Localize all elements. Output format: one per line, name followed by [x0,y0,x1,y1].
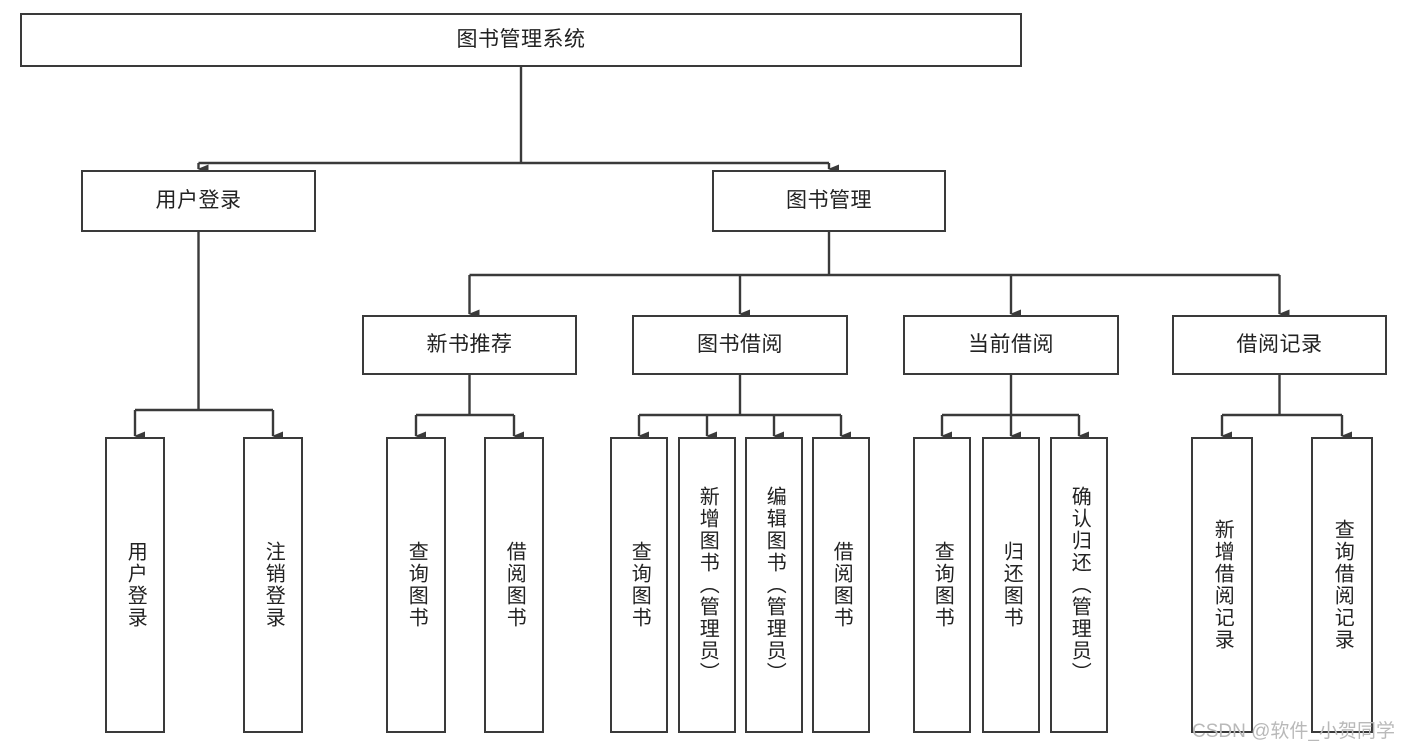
node-leaf-query-record[interactable]: 查询借阅记录 [1311,437,1373,733]
node-label-leaf-query-record: 查询借阅记录 [1331,519,1354,651]
node-root[interactable]: 图书管理系统 [20,13,1022,67]
node-label-current-borrow: 当前借阅 [968,332,1054,356]
node-label-leaf-borrow-book-2: 借阅图书 [830,541,853,629]
node-leaf-query-book-1[interactable]: 查询图书 [386,437,446,733]
node-leaf-query-book-3[interactable]: 查询图书 [913,437,971,733]
node-leaf-edit-book[interactable]: 编辑图书（管理员） [745,437,803,733]
node-label-leaf-query-book-2: 查询图书 [628,541,651,629]
node-label-leaf-logout: 注销登录 [262,541,285,629]
node-borrow-record[interactable]: 借阅记录 [1172,315,1387,375]
node-label-leaf-user-login: 用户登录 [124,541,147,629]
node-label-leaf-edit-book: 编辑图书（管理员） [763,486,786,684]
node-label-new-book-rec: 新书推荐 [426,332,513,356]
node-label-leaf-query-book-3: 查询图书 [931,541,954,629]
node-leaf-logout[interactable]: 注销登录 [243,437,303,733]
node-label-book-borrow: 图书借阅 [697,332,783,356]
node-leaf-return-book[interactable]: 归还图书 [982,437,1040,733]
node-leaf-query-book-2[interactable]: 查询图书 [610,437,668,733]
node-leaf-borrow-book-1[interactable]: 借阅图书 [484,437,544,733]
node-leaf-add-record[interactable]: 新增借阅记录 [1191,437,1253,733]
node-book-manage[interactable]: 图书管理 [712,170,946,232]
node-label-book-manage: 图书管理 [786,188,872,212]
node-book-borrow[interactable]: 图书借阅 [632,315,848,375]
node-leaf-confirm-return[interactable]: 确认归还（管理员） [1050,437,1108,733]
node-user-login[interactable]: 用户登录 [81,170,316,232]
node-leaf-borrow-book-2[interactable]: 借阅图书 [812,437,870,733]
node-label-leaf-confirm-return: 确认归还（管理员） [1068,486,1091,684]
node-leaf-add-book[interactable]: 新增图书（管理员） [678,437,736,733]
node-label-user-login: 用户登录 [155,188,242,212]
node-label-root: 图书管理系统 [456,27,586,51]
node-label-leaf-query-book-1: 查询图书 [405,541,428,629]
node-current-borrow[interactable]: 当前借阅 [903,315,1119,375]
node-label-leaf-add-book: 新增图书（管理员） [696,486,719,684]
node-new-book-rec[interactable]: 新书推荐 [362,315,577,375]
node-label-leaf-borrow-book-1: 借阅图书 [503,541,526,629]
node-leaf-user-login[interactable]: 用户登录 [105,437,165,733]
edge-layer [133,67,1352,441]
node-label-leaf-return-book: 归还图书 [1000,541,1023,629]
node-label-leaf-add-record: 新增借阅记录 [1211,519,1234,651]
node-label-borrow-record: 借阅记录 [1236,332,1323,356]
